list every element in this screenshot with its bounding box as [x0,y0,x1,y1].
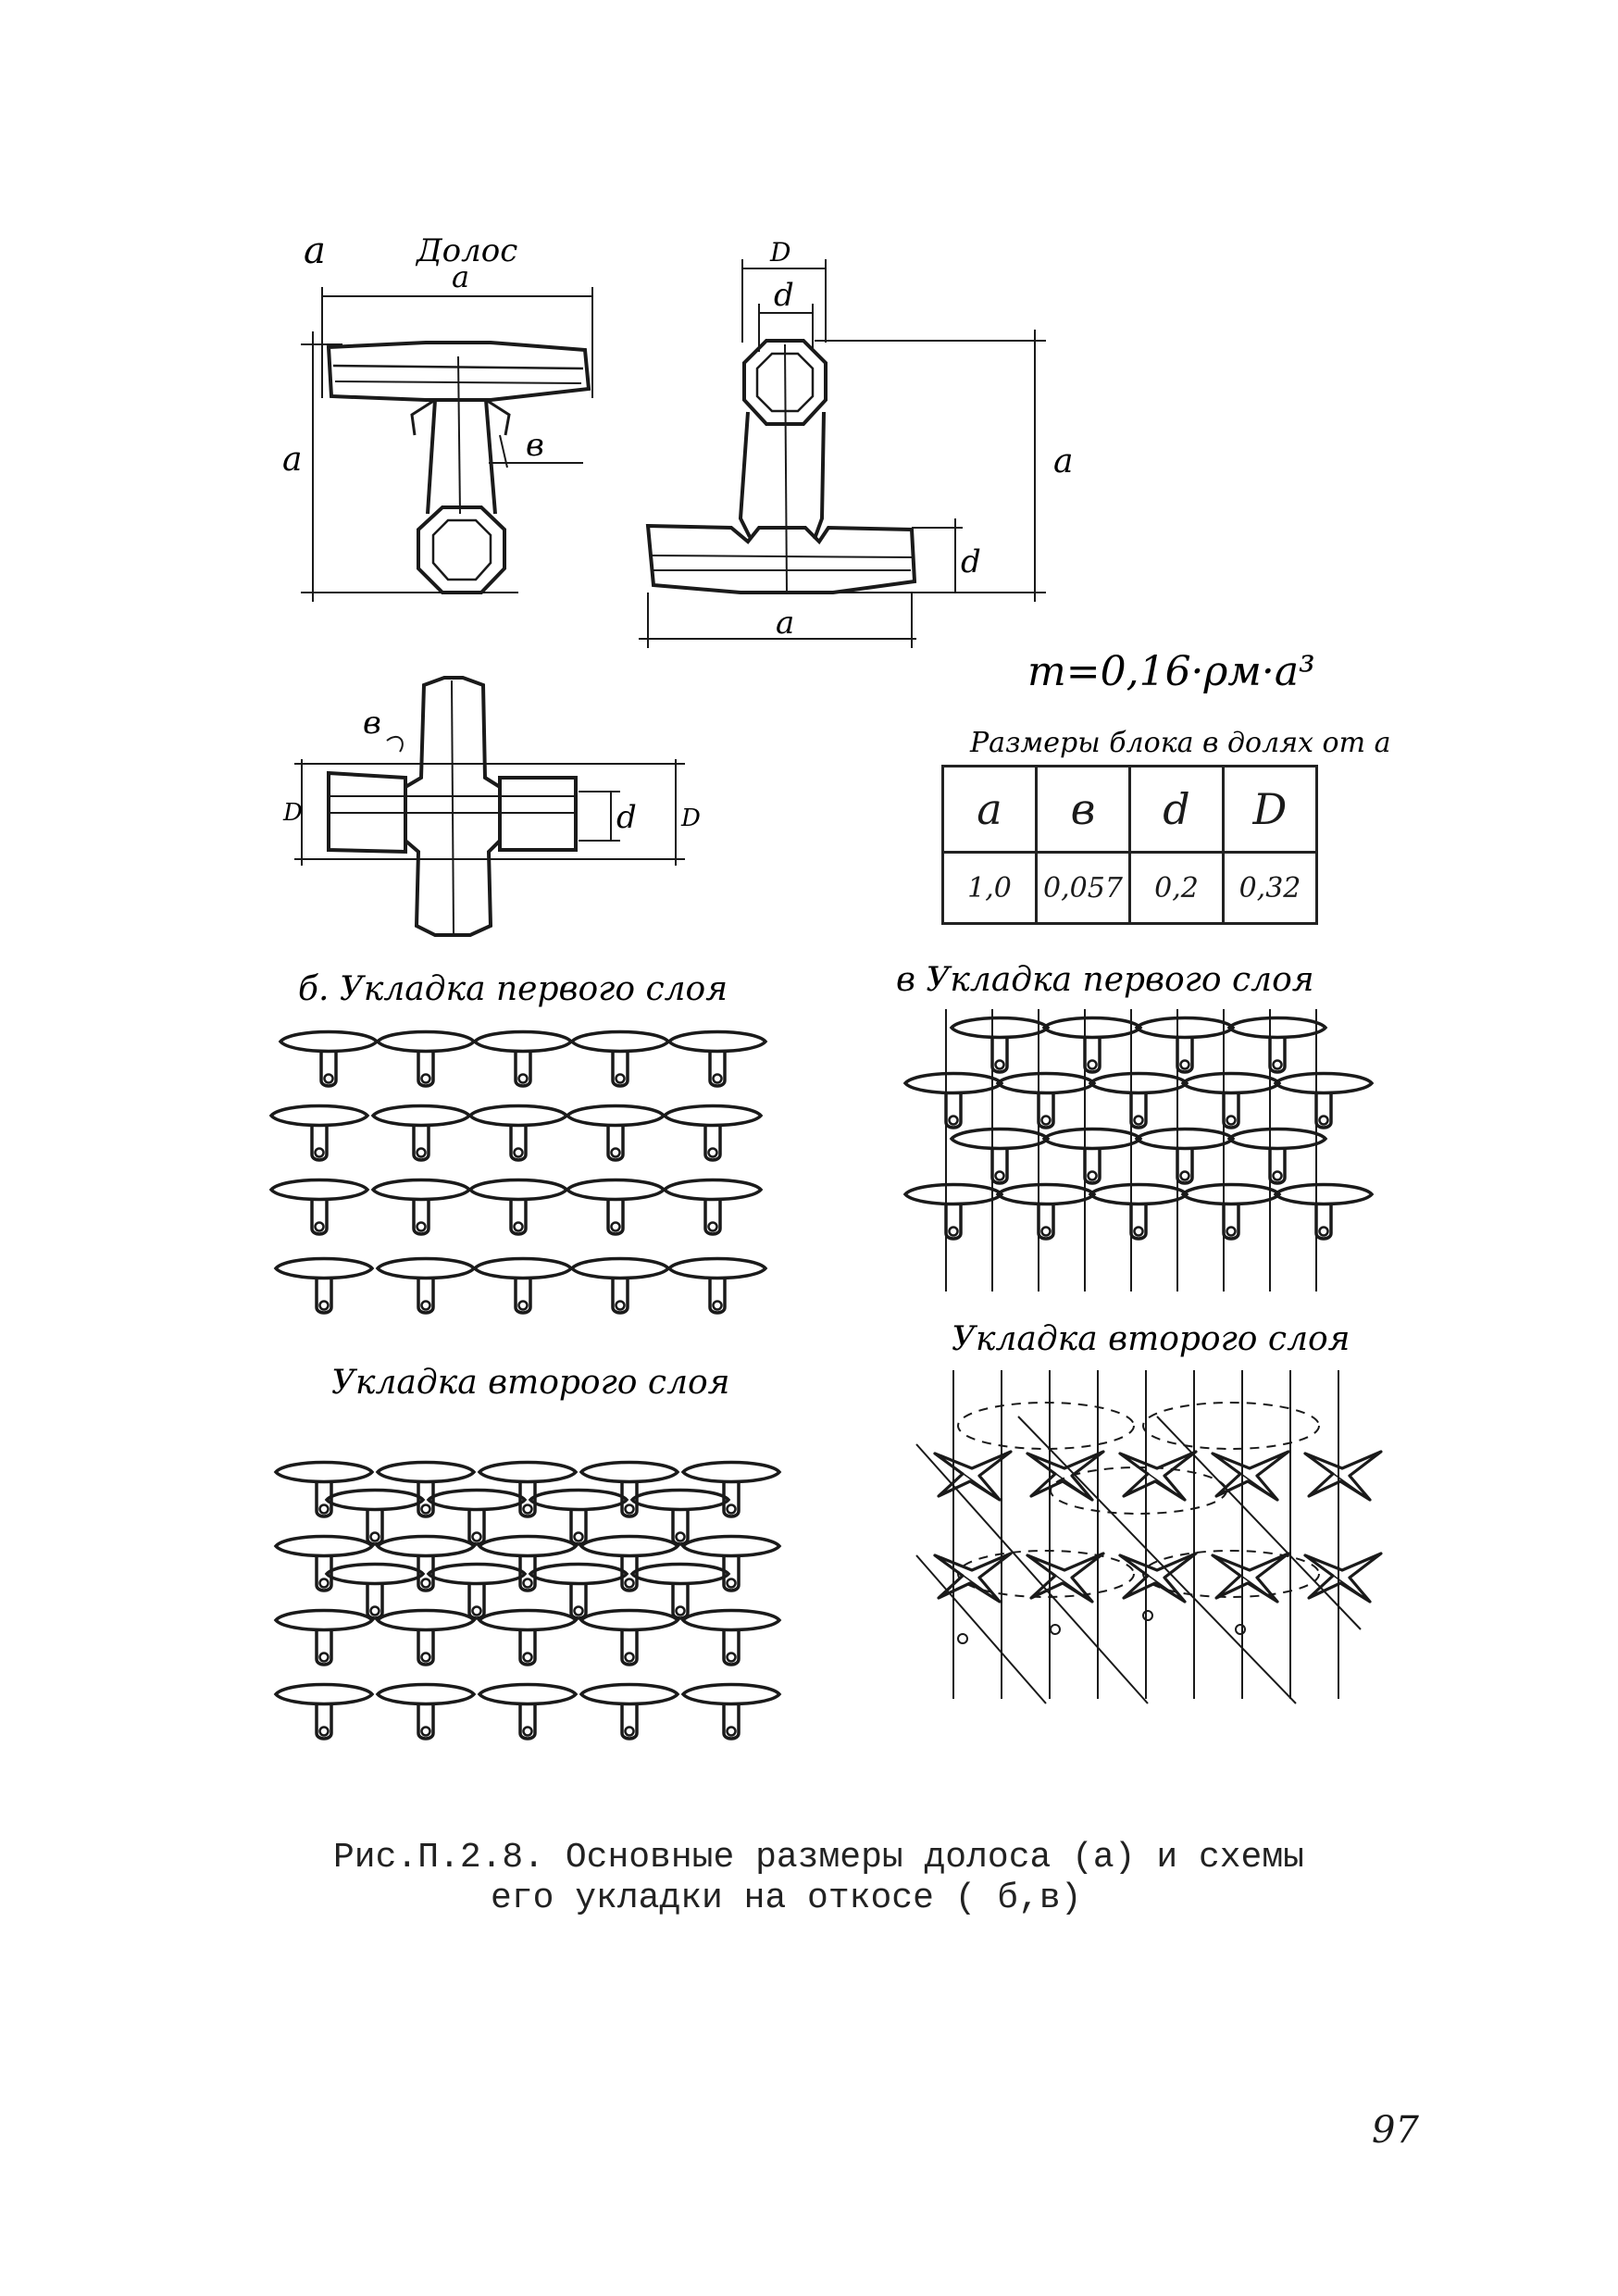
panel-b-layer1-pattern [269,1029,767,1315]
panel-v-layer1-pattern [903,1009,1374,1292]
table-header-b: в [1035,765,1131,854]
panel-b-layer1-label: б. Укладка первого слоя [298,970,728,1008]
panel-a-letter: а [304,230,326,272]
dim-d-top: d [616,799,637,836]
dim-D-right: D [680,805,701,832]
dolos-front-view [301,287,593,602]
table-header-a: а [941,765,1038,854]
figure-caption: Рис.П.2.8. Основные размеры долоса (а) и… [333,1838,1304,1919]
dim-b-top: в [363,705,381,742]
dim-a-bottom: а [776,605,794,642]
panel-v-layer2-pattern [915,1370,1383,1704]
dim-a-top: а [452,259,469,294]
table-title: Размеры блока в долях от а [969,727,1390,759]
dolos-side-view [639,259,1046,648]
caption-line-1: Рис.П.2.8. Основные размеры долоса (а) и… [333,1838,1304,1878]
panel-b-layer2-label: Укладка второго слоя [331,1364,730,1402]
table-value-a: 1,0 [941,851,1038,925]
dim-d-side: d [774,277,794,314]
block-dimensions-table: а в d D 1,0 0,057 0,2 0,32 [941,765,1318,925]
panel-v-layer2-label: Укладка второго слоя [952,1320,1350,1358]
dim-a-right: а [1053,443,1073,480]
dim-b: в [526,427,544,464]
caption-line-2: его укладки на откосе ( б,в) [491,1878,1082,1918]
panel-v-layer1-label: в Укладка первого слоя [896,961,1314,999]
table-header-d: d [1128,765,1225,854]
panel-a-title: Долос [415,232,517,269]
table-value-D: 0,32 [1222,851,1318,925]
table-value-b: 0,057 [1035,851,1131,925]
table-value-d: 0,2 [1128,851,1225,925]
mass-formula: m=0,16·ρм·a³ [1027,648,1315,695]
page-number: 97 [1372,2109,1419,2152]
dim-D-side: D [769,237,790,268]
dim-a-left: а [282,441,302,479]
dim-D-left: D [282,799,303,827]
table-header-D: D [1222,765,1318,854]
panel-b-layer2-pattern [274,1460,781,1741]
dolos-top-view [294,676,685,937]
dim-d-right: d [961,543,981,580]
